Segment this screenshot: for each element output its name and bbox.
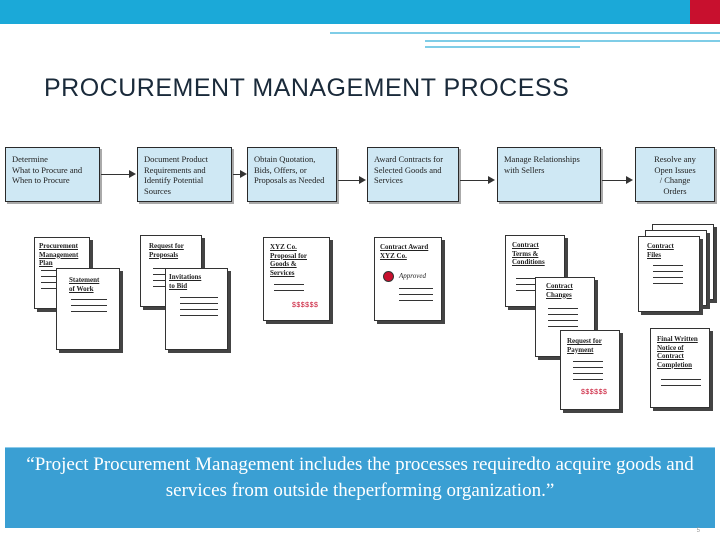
process-step-determine: Determine What to Procure and When to Pr… [5,147,100,202]
document-request-for-payment: Request for Payment $$$$$$ [560,330,620,410]
process-step-resolve: Resolve any Open Issues / Change Orders [635,147,715,202]
header-band-blue [0,0,690,24]
payment-amount: $$$$$$ [581,389,608,396]
document-label: Contract Terms & Conditions [512,241,545,266]
page-number: 5 [696,528,700,534]
approval-seal-icon [383,271,394,282]
proposal-amount: $$$$$$ [292,302,319,309]
header-rule [425,46,580,48]
header-rule [425,40,720,42]
document-contract-files: Contract Files [638,236,700,312]
flow-arrow [233,174,240,175]
quote-banner: “Project Procurement Management includes… [5,447,715,528]
document-label: Procurement Management Plan [39,242,79,267]
document-label: Request for Payment [567,337,602,354]
process-step-quotation: Obtain Quotation, Bids, Offers, or Propo… [247,147,337,202]
flow-arrow [602,180,626,181]
process-step-document: Document Product Requirements and Identi… [137,147,232,202]
document-statement-of-work: Statement of Work [56,268,120,350]
flow-arrow-head [359,176,366,184]
document-label: Request for Proposals [149,242,184,259]
document-label: Statement of Work [69,276,100,293]
document-final-notice: Final Written Notice of Contract Complet… [650,328,710,408]
flow-arrow [338,180,359,181]
document-label: Invitations to Bid [169,273,202,290]
document-label: XYZ Co. Proposal for Goods & Services [270,243,308,277]
header-band-red [690,0,720,24]
quote-text: “Project Procurement Management includes… [26,454,694,501]
flow-arrow [460,180,488,181]
document-invitations-to-bid: Invitations to Bid [165,268,228,350]
slide-title: PROCUREMENT MANAGEMENT PROCESS [44,74,570,102]
document-label: Contract Changes [546,282,573,299]
document-contract-award: Contract Award XYZ Co. Approved [374,237,442,321]
document-label: Contract Files [647,242,674,259]
header-rule [330,32,720,34]
document-label: Final Written Notice of Contract Complet… [657,335,698,369]
document-proposal: XYZ Co. Proposal for Goods & Services $$… [263,237,330,321]
flow-arrow-head [129,170,136,178]
approved-label: Approved [399,272,426,280]
flow-arrow-head [488,176,495,184]
document-label: Contract Award XYZ Co. [380,243,429,260]
flow-arrow-head [626,176,633,184]
flow-arrow [101,174,129,175]
process-step-award: Award Contracts for Selected Goods and S… [367,147,459,202]
process-step-manage: Manage Relationships with Sellers [497,147,601,202]
flow-arrow-head [240,170,247,178]
